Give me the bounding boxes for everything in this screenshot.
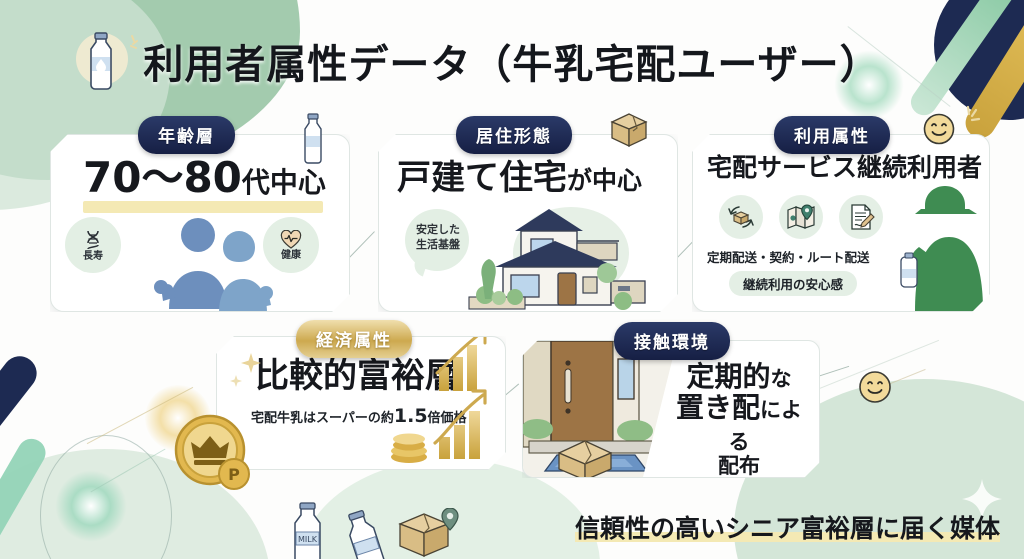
- badge-age: 年齢層: [138, 116, 235, 154]
- headline-highlight: [83, 201, 323, 213]
- connector-age-to-housing: [349, 231, 375, 258]
- card-contact[interactable]: 定期的な 置き配による 配布: [522, 340, 820, 478]
- card-contact-l2-main: 置き配: [675, 391, 760, 425]
- card-contact-l2-sub: による: [728, 398, 802, 454]
- package-pin-icon: [398, 508, 459, 557]
- house-illustration: [463, 197, 649, 312]
- card-age-body: 70〜80代中心 長寿: [51, 135, 349, 311]
- bubble-stable-base-text: 安定した 生活基盤: [407, 223, 469, 253]
- heart-pulse-icon: [280, 230, 302, 250]
- icon-route-map: [779, 195, 823, 239]
- card-economy-sub-number: 1.5: [393, 405, 428, 427]
- badge-housing: 居住形態: [456, 116, 572, 154]
- bubble-longevity: 長寿: [65, 217, 121, 273]
- milk-bottle-tilted-icon: [348, 509, 386, 559]
- coin-stack-icon: [385, 409, 433, 467]
- card-contact-headline-line1: 定期的な: [675, 361, 803, 392]
- card-economy-body: 比較的富裕層 宅配牛乳はスーパーの約1.5倍価格: [217, 337, 505, 469]
- card-economy[interactable]: 比較的富裕層 宅配牛乳はスーパーの約1.5倍価格: [216, 336, 506, 470]
- card-contact-l1-sub: な: [770, 367, 792, 391]
- recycle-box-icon: [726, 202, 756, 232]
- milk-bottle-icon-bottom-left: MILK: [294, 502, 321, 559]
- card-housing[interactable]: 戸建て住宅が中心 安定した 生活基盤: [378, 134, 678, 312]
- card-housing-body: 戸建て住宅が中心 安定した 生活基盤: [379, 135, 677, 311]
- card-age-headline-main: 70〜80: [83, 153, 242, 202]
- sparkle-icon-usage: [966, 105, 981, 122]
- bubble-stable-base-line2: 生活基盤: [416, 237, 460, 251]
- card-economy-subtext: 宅配牛乳はスーパーの約1.5倍価格: [251, 405, 467, 427]
- smiley-face-icon: [859, 371, 891, 403]
- badge-economy: 経済属性: [296, 320, 412, 358]
- crown-coin-icon: P: [174, 414, 250, 490]
- card-usage[interactable]: 宅配サービス継続利用者: [692, 134, 990, 312]
- doorstep-package-illustration: [523, 341, 683, 477]
- page-title: 利用者属性データ（牛乳宅配ユーザー）: [143, 42, 881, 88]
- card-usage-caption: 定期配送・契約・ルート配送: [707, 250, 870, 265]
- bubble-health-label: 健康: [281, 249, 301, 261]
- smiley-face-icon-card-usage: [923, 113, 955, 145]
- card-usage-pill: 継続利用の安心感: [729, 271, 857, 296]
- card-housing-headline-main: 戸建て住宅: [397, 158, 567, 198]
- growth-chart-icon: [427, 336, 501, 395]
- footer-caption-text: 信頼性の高いシニア富裕層に届く媒体: [574, 514, 1000, 543]
- bubble-stable-base-line1: 安定した: [416, 223, 460, 236]
- growth-chart-icon-secondary: [431, 381, 505, 461]
- card-contact-headline-line3: 配布: [718, 454, 760, 478]
- bubble-stable-base: [405, 209, 469, 271]
- contract-signature-icon: [847, 202, 875, 232]
- card-economy-headline: 比較的富裕層: [255, 356, 459, 396]
- bubble-longevity-label: 長寿: [83, 250, 103, 262]
- card-economy-sub-prefix: 宅配牛乳はスーパーの約: [251, 411, 394, 426]
- card-age[interactable]: 70〜80代中心 長寿: [50, 134, 350, 312]
- card-contact-body: 定期的な 置き配による 配布: [523, 341, 819, 477]
- card-economy-sub-suffix: 倍価格: [427, 411, 467, 426]
- card-housing-headline: 戸建て住宅が中心: [397, 161, 642, 195]
- card-age-headline-sub: 代中心: [241, 166, 326, 199]
- card-contact-headline-line2: 置き配による: [675, 392, 803, 455]
- svg-text:P: P: [228, 465, 240, 484]
- decor-glow-top-right: [834, 50, 904, 120]
- dna-icon: [83, 229, 103, 251]
- package-box-icon: [610, 113, 648, 148]
- senior-couple-silhouette: [139, 213, 275, 312]
- icon-recurring-delivery: [719, 195, 763, 239]
- card-usage-body: 宅配サービス継続利用者: [693, 135, 989, 311]
- sparkle-icon-footer: [962, 479, 1002, 519]
- card-contact-headline: 定期的な 置き配による 配布: [675, 361, 803, 478]
- map-pin-icon: [785, 202, 817, 232]
- card-contact-l1-main: 定期的: [686, 360, 771, 393]
- delivery-person-silhouette: [889, 179, 990, 311]
- badge-usage: 利用属性: [774, 116, 890, 154]
- milk-bottle-icon: [90, 32, 112, 90]
- card-usage-headline: 宅配サービス継続利用者: [707, 153, 983, 182]
- bubble-health: 健康: [263, 217, 319, 273]
- badge-contact: 接触環境: [614, 322, 730, 360]
- sparkle-icon-economy: [227, 349, 267, 393]
- card-age-headline: 70〜80代中心: [83, 157, 326, 199]
- bubble-stable-base-tail: [411, 261, 426, 276]
- card-housing-headline-sub: が中心: [567, 166, 643, 195]
- milk-bottle-icon-card-age: [304, 113, 322, 164]
- icon-contract: [839, 195, 883, 239]
- footer-caption: 信頼性の高いシニア富裕層に届く媒体: [574, 509, 1000, 545]
- svg-text:MILK: MILK: [298, 535, 318, 544]
- sparkle-icon: [130, 35, 138, 49]
